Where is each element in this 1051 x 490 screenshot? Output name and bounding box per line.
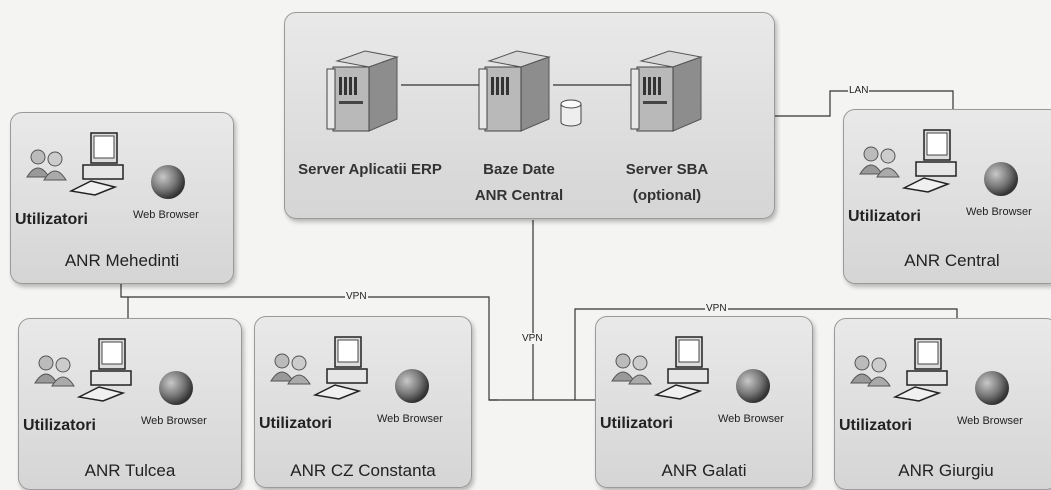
site-name: ANR Giurgiu <box>898 461 994 480</box>
workstation-icon <box>312 335 373 405</box>
site-name: ANR Central <box>904 251 1000 270</box>
users-label: Utilizatori <box>15 211 88 228</box>
server-sba-label: Server SBA <box>625 161 709 178</box>
vpn-right-label: VPN <box>705 303 728 314</box>
vpn-left-label: VPN <box>345 291 368 302</box>
central-server-box: Server Aplicatii ERP Baze Date Server SB… <box>284 12 775 219</box>
users-icon <box>33 353 81 394</box>
users-icon <box>25 147 73 188</box>
database-label: Baze Date <box>483 161 555 178</box>
sba-optional-note: (optional) <box>632 187 702 204</box>
web-browser-label: Web Browser <box>141 415 207 427</box>
workstation-icon <box>76 337 137 407</box>
server-links <box>401 84 631 86</box>
central-site-label: ANR Central <box>474 187 564 204</box>
web-browser-label: Web Browser <box>377 413 443 425</box>
globe-icon <box>149 163 187 206</box>
globe-icon <box>982 160 1020 203</box>
workstation-icon <box>901 128 962 198</box>
globe-icon <box>157 369 195 412</box>
server-erp-label: Server Aplicatii ERP <box>298 161 442 178</box>
server-icon <box>325 49 400 149</box>
site-name: ANR CZ Constanta <box>290 461 436 480</box>
workstation-icon <box>68 131 129 201</box>
site-name: ANR Mehedinti <box>64 251 180 270</box>
lan-label: LAN <box>848 85 870 96</box>
users-label: Utilizatori <box>23 417 96 434</box>
site-name: ANR Galati <box>661 461 747 480</box>
server-icon <box>629 49 704 149</box>
lan-link <box>775 90 954 117</box>
vpn-left-link <box>120 284 575 401</box>
workstation-icon <box>653 335 714 405</box>
web-browser-label: Web Browser <box>718 413 784 425</box>
users-label: Utilizatori <box>839 417 912 434</box>
web-browser-label: Web Browser <box>966 206 1032 218</box>
users-label: Utilizatori <box>848 208 921 225</box>
globe-icon <box>973 369 1011 412</box>
globe-icon <box>393 367 431 410</box>
users-label: Utilizatori <box>600 415 673 432</box>
web-browser-label: Web Browser <box>133 209 199 221</box>
globe-icon <box>734 367 772 410</box>
users-icon <box>610 351 658 392</box>
vpn-main-label: VPN <box>521 333 544 344</box>
workstation-icon <box>892 337 953 407</box>
users-label: Utilizatori <box>259 415 332 432</box>
server-icon <box>477 49 552 149</box>
vpn-right-link <box>574 308 958 400</box>
database-icon <box>559 99 583 132</box>
users-icon <box>269 351 317 392</box>
users-icon <box>858 144 906 185</box>
site-name: ANR Tulcea <box>84 461 176 480</box>
users-icon <box>849 353 897 394</box>
web-browser-label: Web Browser <box>957 415 1023 427</box>
